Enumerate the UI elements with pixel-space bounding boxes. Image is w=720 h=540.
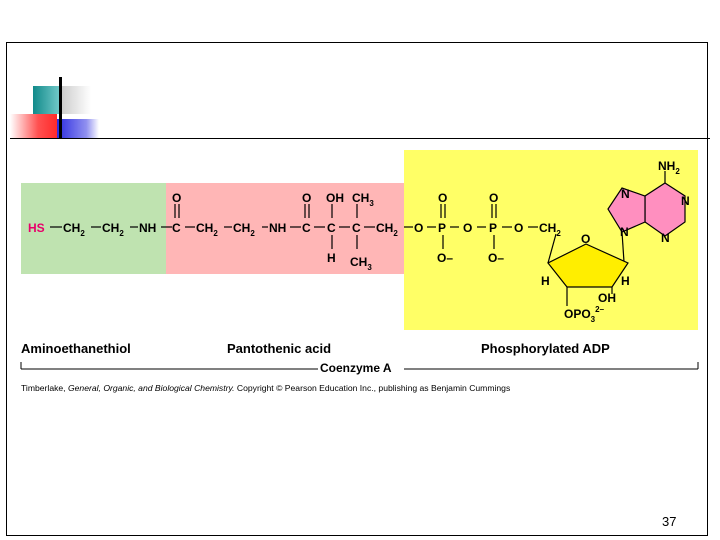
adp-label: Phosphorylated ADP [481, 341, 610, 356]
methylene-2: CH2 [102, 221, 124, 238]
pantothenic-region [166, 183, 404, 274]
ribose-ring-oxygen: O [581, 232, 590, 246]
deco-teal-square [33, 86, 61, 114]
phosphate-anion-1: O– [437, 251, 453, 265]
aminoethanethiol-region [21, 183, 166, 274]
citation-book: General, Organic, and Biological Chemist… [67, 383, 235, 393]
ribose-hydrogen-left: H [541, 274, 550, 288]
phosphoryl-oxygen-2: O [489, 191, 498, 205]
ribose-hydroxyl: OH [598, 291, 616, 305]
citation-author: Timberlake, [21, 383, 68, 393]
adenine-n1: N [681, 194, 690, 208]
methylene-1: CH2 [63, 221, 85, 238]
adenine-pentagon [607, 187, 646, 233]
slide-frame [6, 42, 708, 536]
coenzyme-a-bracket [20, 362, 699, 370]
deco-vertical-bar [59, 77, 62, 138]
bridge-oxygen-3: O [514, 221, 523, 235]
ribose-phosphate: OPO32– [564, 305, 605, 324]
deco-blue-square [57, 119, 99, 139]
quaternary-carbon: C [352, 221, 361, 235]
methylene-3: CH2 [196, 221, 218, 238]
carbonyl-oxygen-2: O [302, 191, 311, 205]
thiol-group: HS [28, 221, 45, 235]
bridge-oxygen-2: O [463, 221, 472, 235]
carbonyl-oxygen-1: O [172, 191, 181, 205]
methyl-top: CH3 [352, 191, 374, 208]
bridge-oxygen-1: O [414, 221, 423, 235]
adenine-amine: NH2 [658, 159, 680, 176]
aminoethanethiol-label: Aminoethanethiol [21, 341, 131, 356]
phosphate-anion-2: O– [488, 251, 504, 265]
adenine-n9: N [620, 225, 629, 239]
hydrogen-1: H [327, 251, 336, 265]
ribose-hydrogen-right: H [621, 274, 630, 288]
hydroxyl-group: OH [326, 191, 344, 205]
adenine-n7: N [621, 187, 630, 201]
pantothenic-label: Pantothenic acid [227, 341, 332, 356]
adp-region [404, 150, 698, 330]
citation: Timberlake, General, Organic, and Biolog… [21, 383, 510, 393]
coenzyme-a-label: Coenzyme A [320, 361, 392, 375]
methylene-5: CH2 [376, 221, 398, 238]
phosphorus-2: P [489, 221, 497, 235]
hydroxyl-carbon: C [327, 221, 336, 235]
glycosidic-bond [621, 231, 625, 263]
carbonyl-carbon-1: C [172, 221, 181, 235]
page-number: 37 [662, 514, 677, 529]
atom-labels: HS CH2 CH2 NH C O CH2 CH2 NH C O C OH H … [28, 159, 690, 324]
methyl-bottom: CH3 [350, 255, 372, 272]
carbonyl-carbon-2: C [302, 221, 311, 235]
ribose-ch2: CH2 [539, 221, 561, 238]
deco-gray-square [61, 86, 91, 114]
citation-copyright: Copyright © Pearson Education Inc., publ… [234, 383, 511, 393]
phosphorus-1: P [438, 221, 446, 235]
methylene-4: CH2 [233, 221, 255, 238]
deco-horizontal-rule [10, 138, 710, 139]
phosphoryl-oxygen-1: O [438, 191, 447, 205]
amide-nh-2: NH [269, 221, 286, 235]
adenine-n3: N [661, 231, 670, 245]
ch2-ribose-bond [547, 233, 557, 264]
backbone-bonds [50, 204, 538, 249]
amide-nh-1: NH [139, 221, 156, 235]
deco-red-square [10, 114, 57, 138]
ribose-ring [547, 243, 629, 288]
